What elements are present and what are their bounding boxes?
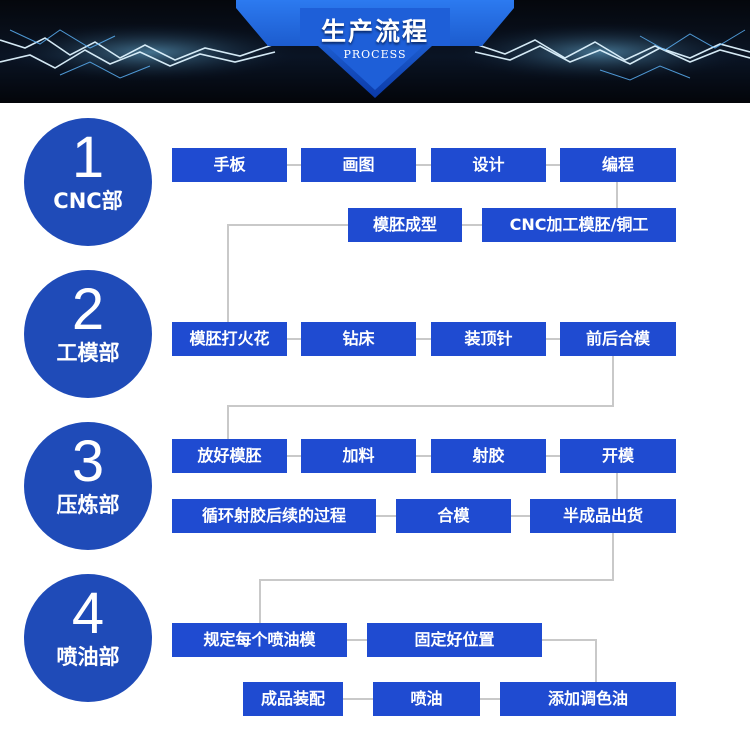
department-name: 喷油部 <box>56 645 120 669</box>
header-banner: 生产流程 PROCESS <box>0 0 750 103</box>
department-circle-painting: 4 喷油部 <box>24 574 152 702</box>
department-number: 4 <box>71 581 105 646</box>
step-add-tint-oil: 添加调色油 <box>500 682 676 716</box>
step-ejector-pins: 装顶针 <box>431 322 546 356</box>
step-hand-board: 手板 <box>172 148 287 182</box>
department-circle-tooling: 2 工模部 <box>24 270 152 398</box>
lightning-decoration <box>0 0 750 98</box>
connector-line <box>259 533 614 623</box>
step-design: 设计 <box>431 148 546 182</box>
page-title: 生产流程 <box>320 17 429 46</box>
step-mold-closing: 前后合模 <box>560 322 676 356</box>
department-name: CNC部 <box>53 189 123 213</box>
step-drilling: 钻床 <box>301 322 416 356</box>
step-injection-cycle: 循环射胶后续的过程 <box>172 499 376 533</box>
step-final-assembly: 成品装配 <box>243 682 343 716</box>
connector-line <box>227 224 348 322</box>
department-circle-pressing: 3 压炼部 <box>24 422 152 550</box>
step-edm-sparking: 模胚打火花 <box>172 322 287 356</box>
step-drawing: 画图 <box>301 148 416 182</box>
page-subtitle: PROCESS <box>343 48 407 61</box>
step-semi-finished-shipping: 半成品出货 <box>530 499 676 533</box>
department-circle-cnc: 1 CNC部 <box>24 118 152 246</box>
step-open-mold: 开模 <box>560 439 676 473</box>
department-number: 2 <box>71 277 105 342</box>
department-name: 压炼部 <box>56 493 120 517</box>
connector-line <box>542 639 597 682</box>
step-place-mold-base: 放好模胚 <box>172 439 287 473</box>
step-mold-base-forming: 模胚成型 <box>348 208 462 242</box>
step-add-material: 加料 <box>301 439 416 473</box>
step-programming: 编程 <box>560 148 676 182</box>
step-cnc-machining: CNC加工模胚/铜工 <box>482 208 676 242</box>
department-number: 1 <box>71 125 105 190</box>
step-fix-position: 固定好位置 <box>367 623 542 657</box>
department-name: 工模部 <box>56 341 120 365</box>
step-spray-paint: 喷油 <box>373 682 480 716</box>
step-define-spray-molds: 规定每个喷油模 <box>172 623 347 657</box>
department-number: 3 <box>71 429 105 494</box>
step-close-mold: 合模 <box>396 499 511 533</box>
step-injection: 射胶 <box>431 439 546 473</box>
connector-line <box>227 356 614 439</box>
